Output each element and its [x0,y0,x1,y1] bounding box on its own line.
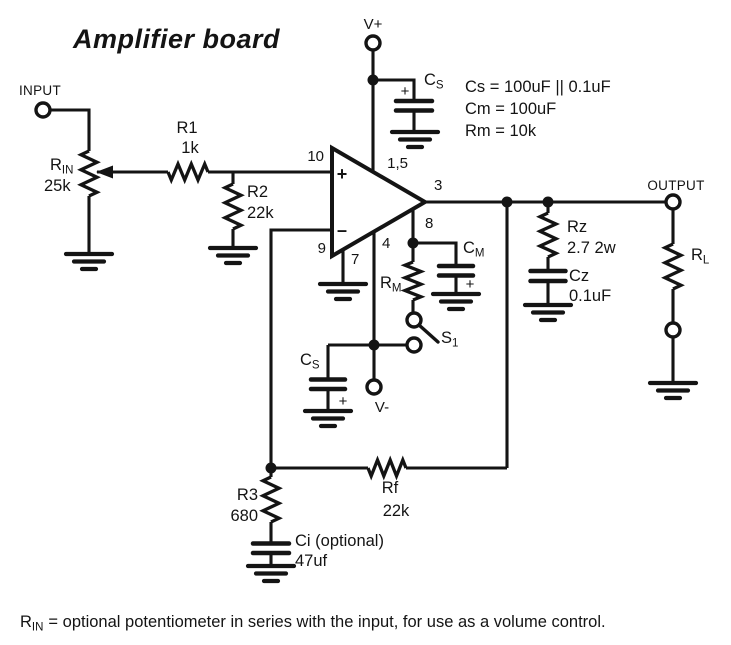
junction-dot [542,196,554,208]
resistor-rm [400,260,426,302]
rl-ref-label: RL [691,246,710,267]
note-cm: Cm = 100uF [465,100,556,118]
resistor-rin [77,149,101,198]
r1-ref-label: R1 [176,119,197,137]
junction-dot [367,74,379,86]
resistor-rf [366,455,408,481]
page-title: Amplifier board [72,24,280,54]
ci-value-label: 47uf [295,552,328,570]
resistor-r2 [221,182,245,231]
wire-cm-branch [413,241,458,265]
opamp-triangle [330,144,429,260]
input-terminal-label: INPUT [19,83,61,98]
junction-dot [265,462,277,474]
junction-dot [407,237,419,249]
r3-ref-label: R3 [237,486,258,504]
output-terminal-label: OUTPUT [647,178,704,193]
note-rm: Rm = 10k [465,122,537,140]
rz-value-label: 2.7 2w [567,239,616,257]
pot-wiper-arrow [96,165,113,179]
r2-ref-label: R2 [247,183,268,201]
r3-value-label: 680 [230,507,258,525]
cm-ref-label: CM [463,239,485,260]
vminus-terminal-label: V- [375,399,389,416]
resistor-rl [661,242,685,291]
resistor-r3 [259,475,283,524]
junction-dot [368,339,380,351]
r2-value-label: 22k [247,204,274,222]
ci-ref-label: Ci (optional) [295,532,384,550]
note-cs: Cs = 100uF || 0.1uF [465,78,611,96]
pin-9-label: 9 [318,240,326,257]
rm-ref-label: RM [380,274,402,295]
input-terminal [34,101,52,119]
rin-ref-label: RIN [50,156,73,177]
resistor-r1 [166,159,210,185]
opamp-plus-sign: + [337,164,348,184]
s1-ref-label: S1 [441,329,458,350]
cs-bottom-polarity-plus: + [339,393,348,410]
wire-input [50,108,91,151]
wire-feedback-left [269,228,332,468]
resistor-rz [536,211,560,259]
rz-ref-label: Rz [567,218,587,236]
r1-value-label: 1k [181,139,199,157]
pin-3-label: 3 [434,177,442,194]
cs-bottom-ref-label: CS [300,351,320,372]
pin-8-label: 8 [425,215,433,232]
cs-top-ref-label: CS [424,71,444,92]
switch-s1-top-contact [405,311,423,329]
pin-7-label: 7 [351,251,359,268]
switch-s1-blade [417,323,440,344]
pin-4-label: 4 [382,235,390,252]
wire-cs-top-branch [373,78,416,100]
vplus-terminal-label: V+ [364,16,383,33]
switch-s1-bottom-contact [405,336,423,354]
vplus-terminal [364,34,382,52]
circuit-graphics [34,34,699,584]
cm-polarity-plus: + [466,276,475,293]
caption: RIN= optional potentiometer in series wi… [20,613,606,634]
vminus-terminal [365,378,383,396]
pin-10-label: 10 [307,148,324,165]
output-terminal [664,193,682,211]
cs-top-polarity-plus: + [401,83,410,100]
rl-bottom-terminal [664,321,682,339]
cz-value-label: 0.1uF [569,287,611,305]
pin-1-5-label: 1,5 [387,155,408,172]
opamp-minus-sign: – [337,220,347,240]
rf-ref-label: Rf [382,479,399,497]
cz-ref-label: Cz [569,267,589,285]
rin-value-label: 25k [44,177,71,195]
rf-value-label: 22k [383,502,410,520]
junction-dot [501,196,513,208]
circuit-labels: Amplifier board INPUT OUTPUT V+ V- Cs = … [19,16,710,634]
